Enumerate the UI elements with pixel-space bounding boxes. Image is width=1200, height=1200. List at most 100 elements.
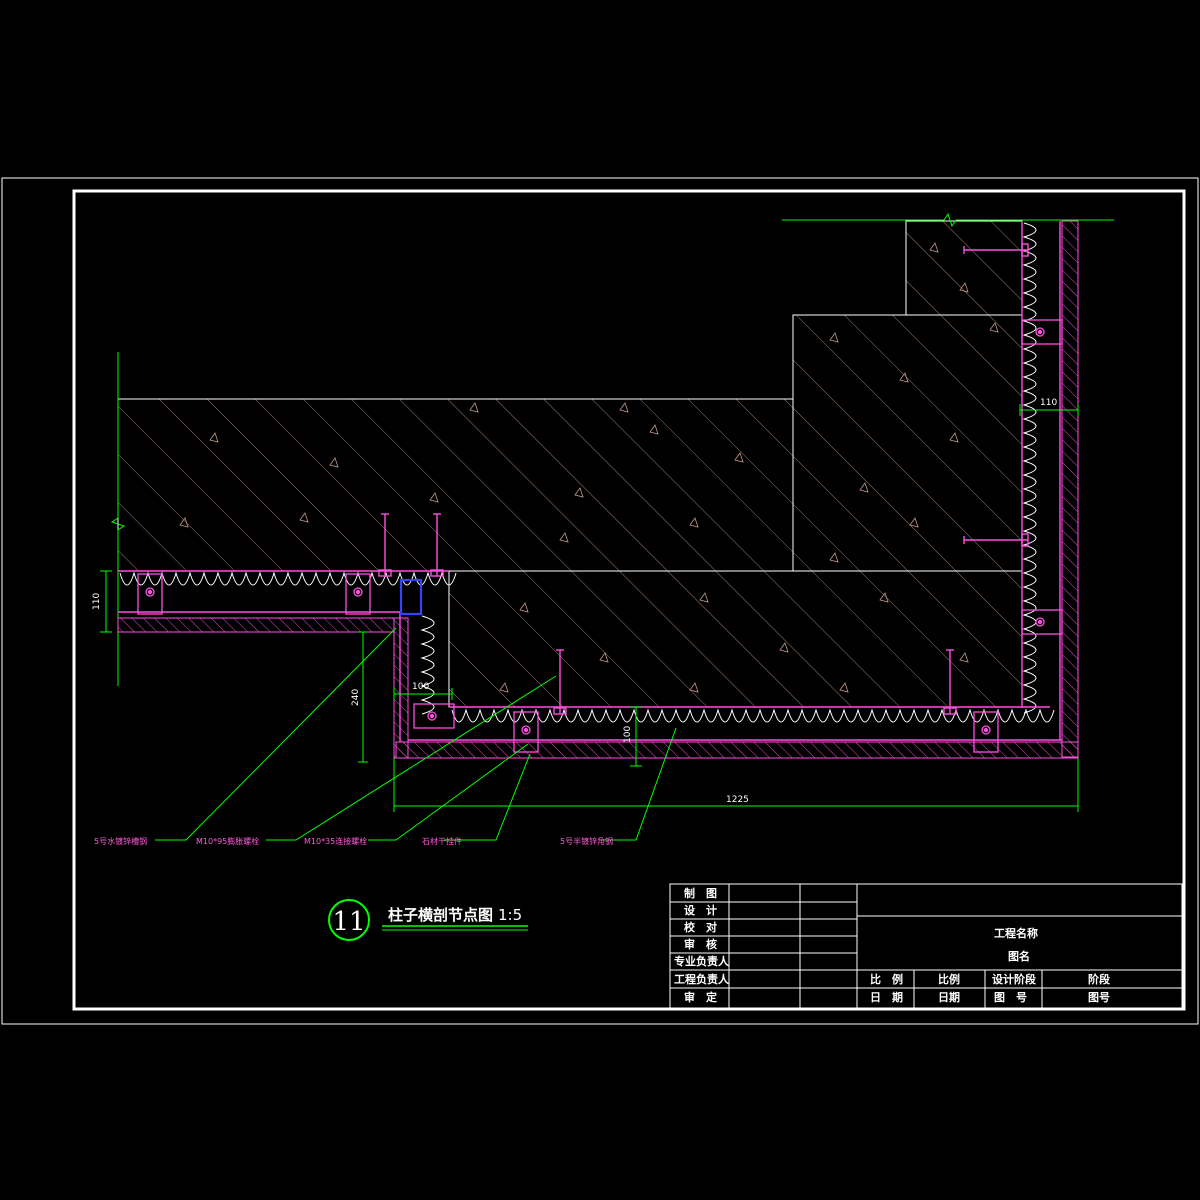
number-value: 图号 <box>1088 991 1110 1004</box>
scale-label: 比 例 <box>870 972 903 986</box>
callout-notes: 5号水镀锌槽钢 M10*95膨胀螺栓 M10*35连接螺栓 石材干挂件 5号半镀… <box>94 836 613 846</box>
anchor-bolt-center <box>147 589 153 595</box>
aggregate-mark <box>734 452 744 463</box>
aggregate-mark <box>429 492 439 503</box>
outer-frame <box>1 177 1199 1025</box>
break-lines <box>110 212 1114 686</box>
aggregate-mark <box>839 682 849 693</box>
stone-anchor-bracket <box>137 573 163 615</box>
aggregate-mark <box>499 682 509 693</box>
detail-number: 11 <box>332 907 365 937</box>
anchor-bolt-center <box>983 727 989 733</box>
note-expansion-bolt: M10*95膨胀螺栓 <box>196 836 259 846</box>
aggregate-mark <box>559 532 569 543</box>
anchor-bolt-center <box>1037 619 1043 625</box>
aggregate-mark <box>689 682 699 693</box>
aggregate-mark <box>829 552 839 563</box>
leader-lines <box>155 627 677 841</box>
stage-value: 阶段 <box>1088 972 1110 986</box>
dimension-lines <box>100 404 1079 812</box>
date-value: 日期 <box>938 990 960 1004</box>
anchor-bolt-head <box>145 587 155 597</box>
note-stone-hanger: 石材干挂件 <box>422 836 462 846</box>
dim-100-vertical: 100 <box>623 726 633 743</box>
stone-anchor-bracket <box>973 711 999 753</box>
aggregate-mark <box>959 282 969 293</box>
concrete-section <box>117 220 1023 708</box>
anchor-bolt-head <box>1035 327 1045 337</box>
aggregate-mark <box>959 652 969 663</box>
insulation-wave-corner <box>420 615 435 715</box>
expansion-bolt-nut <box>430 569 444 577</box>
dim-240: 240 <box>351 689 361 706</box>
aggregate-mark <box>899 372 909 383</box>
aggregate-mark <box>929 242 939 253</box>
stone-cladding <box>117 220 1079 759</box>
aggregate-mark <box>779 642 789 653</box>
expansion-bolts <box>378 243 1029 715</box>
aggregate-mark <box>699 592 709 603</box>
title-block <box>669 883 1183 1009</box>
stage-label: 设计阶段 <box>992 972 1036 986</box>
dim-1225: 1225 <box>726 795 749 805</box>
aggregate-marks <box>179 242 999 693</box>
aggregate-mark <box>829 332 839 343</box>
aggregate-mark <box>574 487 584 498</box>
insulation-wave-bottom <box>451 708 1055 723</box>
insulation-wave-right <box>1022 222 1037 714</box>
title-block-text: 制 图 设 计 校 对 审 核 专业负责人 工程负责人 审 定 工程名称 图名 … <box>674 886 1110 1004</box>
anchor-bolt-center <box>355 589 361 595</box>
note-angle-steel: 5号半镀锌角钢 <box>560 836 613 846</box>
stone-anchor-bracket <box>413 703 455 729</box>
dimension-labels: 110 110 240 100 100 1225 <box>92 398 1057 805</box>
aggregate-mark <box>179 517 189 528</box>
project-name: 工程名称 <box>994 926 1038 940</box>
anchor-bolt-head <box>353 587 363 597</box>
dim-110-right: 110 <box>1040 398 1057 408</box>
role-design: 设 计 <box>684 903 717 917</box>
anchor-bolt-head <box>1035 617 1045 627</box>
title-text: 柱子横剖节点图 <box>388 906 493 924</box>
note-channel: 5号水镀锌槽钢 <box>94 836 147 846</box>
aggregate-mark <box>879 592 889 603</box>
aggregate-mark <box>949 432 959 443</box>
aggregate-mark <box>329 457 339 468</box>
anchor-bolt-center <box>429 713 435 719</box>
aggregate-mark <box>689 517 699 528</box>
expansion-bolt-nut <box>553 707 567 715</box>
anchor-bolt-center <box>523 727 529 733</box>
aggregate-mark <box>469 402 479 413</box>
expansion-bolt-nut <box>378 569 392 577</box>
dim-110-left: 110 <box>92 593 102 610</box>
anchor-bolt-head <box>521 725 531 735</box>
anchor-bolt-head <box>427 711 437 721</box>
aggregate-mark <box>649 424 659 435</box>
expansion-bolt-nut <box>943 707 957 715</box>
aggregate-mark <box>989 322 999 333</box>
date-label: 日 期 <box>870 990 903 1004</box>
number-label: 图 号 <box>994 991 1027 1004</box>
role-review: 审 核 <box>684 937 717 951</box>
stone-anchors <box>137 319 1063 753</box>
stone-anchor-bracket <box>345 573 371 615</box>
stone-anchor-bracket <box>513 711 539 753</box>
scale-value: 比例 <box>938 972 960 986</box>
stone-anchor-bracket <box>1021 319 1063 345</box>
anchor-bolt-head <box>981 725 991 735</box>
aggregate-mark <box>299 512 309 523</box>
role-specialty-lead: 专业负责人 <box>674 954 730 968</box>
aggregate-mark <box>619 402 629 413</box>
title-scale: 1:5 <box>498 906 522 924</box>
aggregate-mark <box>909 517 919 528</box>
corner-tube <box>399 578 423 616</box>
insulation-wave-left <box>119 571 457 586</box>
aggregate-mark <box>519 602 529 613</box>
role-drawn: 制 图 <box>684 886 717 900</box>
anchor-bolt-center <box>1037 329 1043 335</box>
inner-frame <box>72 189 1186 1011</box>
aggregate-mark <box>209 432 219 443</box>
role-approve: 审 定 <box>684 990 717 1004</box>
detail-number-circle <box>328 899 370 941</box>
note-connection-bolt: M10*35连接螺栓 <box>304 836 367 846</box>
